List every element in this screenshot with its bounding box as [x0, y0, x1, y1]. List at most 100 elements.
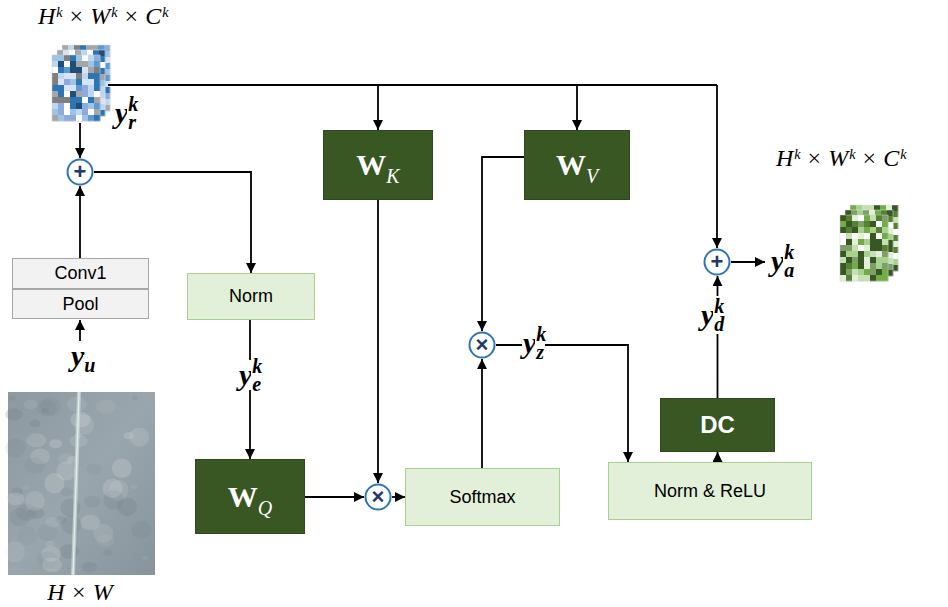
node-text-group: + — [711, 251, 724, 273]
wires — [80, 85, 765, 341]
feature-cell — [64, 67, 70, 73]
feature-cell — [858, 245, 864, 251]
feature-cell — [864, 263, 870, 269]
feature-cell — [864, 215, 870, 221]
image-texture — [30, 420, 41, 427]
feature-map-layer — [845, 210, 893, 276]
image-texture — [61, 488, 74, 497]
feature-cell — [82, 79, 88, 85]
node-text-group: Norm — [229, 286, 273, 307]
node-label: DC — [700, 411, 735, 439]
feature-cell — [846, 227, 852, 233]
key-projection-box: WK — [323, 130, 433, 200]
node-text-group: × — [476, 334, 489, 356]
feature-cell — [76, 55, 82, 61]
input-image — [5, 392, 155, 575]
node-label: × — [476, 334, 489, 356]
feature-cell — [876, 263, 882, 269]
feature-cell — [852, 215, 858, 221]
feature-cell — [82, 91, 88, 97]
feature-cell — [852, 269, 858, 275]
node-label: W — [356, 148, 386, 182]
input-feature-map — [52, 45, 110, 121]
feature-cell — [94, 115, 100, 121]
feature-cell — [82, 55, 88, 61]
dimension-label: H × W — [47, 580, 113, 604]
node-label: Norm & ReLU — [654, 481, 766, 502]
feature-cell — [882, 233, 888, 239]
feature-cell — [52, 85, 58, 91]
feature-map-layer — [52, 55, 100, 121]
feature-cell — [82, 115, 88, 121]
feature-cell — [870, 215, 876, 221]
math-superscript: k — [783, 242, 795, 262]
feature-cell — [88, 91, 94, 97]
feature-cell — [76, 115, 82, 121]
dc-box: DC — [660, 398, 775, 452]
node-label: W — [556, 148, 586, 182]
feature-cell — [846, 275, 852, 281]
feature-cell — [870, 227, 876, 233]
feature-cell — [876, 239, 882, 245]
node-subscript: Q — [258, 497, 272, 520]
feature-cell — [88, 115, 94, 121]
feature-cell — [882, 263, 888, 269]
feature-cell — [870, 233, 876, 239]
image-texture — [45, 517, 60, 527]
feature-map-outline — [57, 50, 105, 116]
image-texture — [6, 492, 24, 505]
feature-cell — [882, 251, 888, 257]
feature-cell — [852, 227, 858, 233]
feature-cell — [64, 97, 70, 103]
feature-cell — [852, 263, 858, 269]
feature-cell — [864, 239, 870, 245]
feature-cell — [88, 109, 94, 115]
node-label: Softmax — [449, 487, 515, 508]
feature-cell — [882, 245, 888, 251]
feature-cell — [58, 73, 64, 79]
feature-cell — [76, 79, 82, 85]
feature-cell — [70, 67, 76, 73]
feature-cell — [858, 239, 864, 245]
pool-box: Pool — [12, 289, 149, 319]
feature-cell — [88, 103, 94, 109]
feature-cell — [876, 251, 882, 257]
feature-cell — [846, 233, 852, 239]
feature-cell — [846, 215, 852, 221]
feature-cell — [52, 115, 58, 121]
feature-cell — [76, 109, 82, 115]
feature-cell — [870, 221, 876, 227]
feature-cell — [94, 73, 100, 79]
node-text-group: WQ — [228, 480, 272, 514]
node-label: × — [372, 486, 385, 508]
feature-cell — [852, 239, 858, 245]
feature-cell — [846, 239, 852, 245]
feature-cell — [94, 91, 100, 97]
connector-arrow — [305, 496, 364, 498]
image-texture — [25, 458, 45, 474]
image-texture — [103, 479, 123, 498]
feature-cell — [58, 67, 64, 73]
node-text-group: Norm & ReLU — [654, 481, 766, 502]
feature-cell — [70, 109, 76, 115]
node-text-group: WV — [556, 148, 598, 182]
connector-arrow — [79, 186, 81, 258]
feature-cell — [76, 73, 82, 79]
feature-cell — [840, 233, 846, 239]
image-texture — [96, 400, 116, 414]
feature-cell — [864, 221, 870, 227]
feature-cell — [846, 263, 852, 269]
image-texture — [70, 412, 90, 428]
image-texture — [10, 508, 30, 526]
feature-cell — [70, 97, 76, 103]
feature-cell — [870, 251, 876, 257]
image-texture — [5, 438, 25, 457]
feature-cell — [840, 251, 846, 257]
math-subscript: e — [251, 374, 262, 394]
feature-cell — [70, 115, 76, 121]
feature-cell — [840, 275, 846, 281]
feature-cell — [846, 269, 852, 275]
image-crack — [73, 392, 79, 575]
multiply-operator: × — [364, 483, 392, 511]
